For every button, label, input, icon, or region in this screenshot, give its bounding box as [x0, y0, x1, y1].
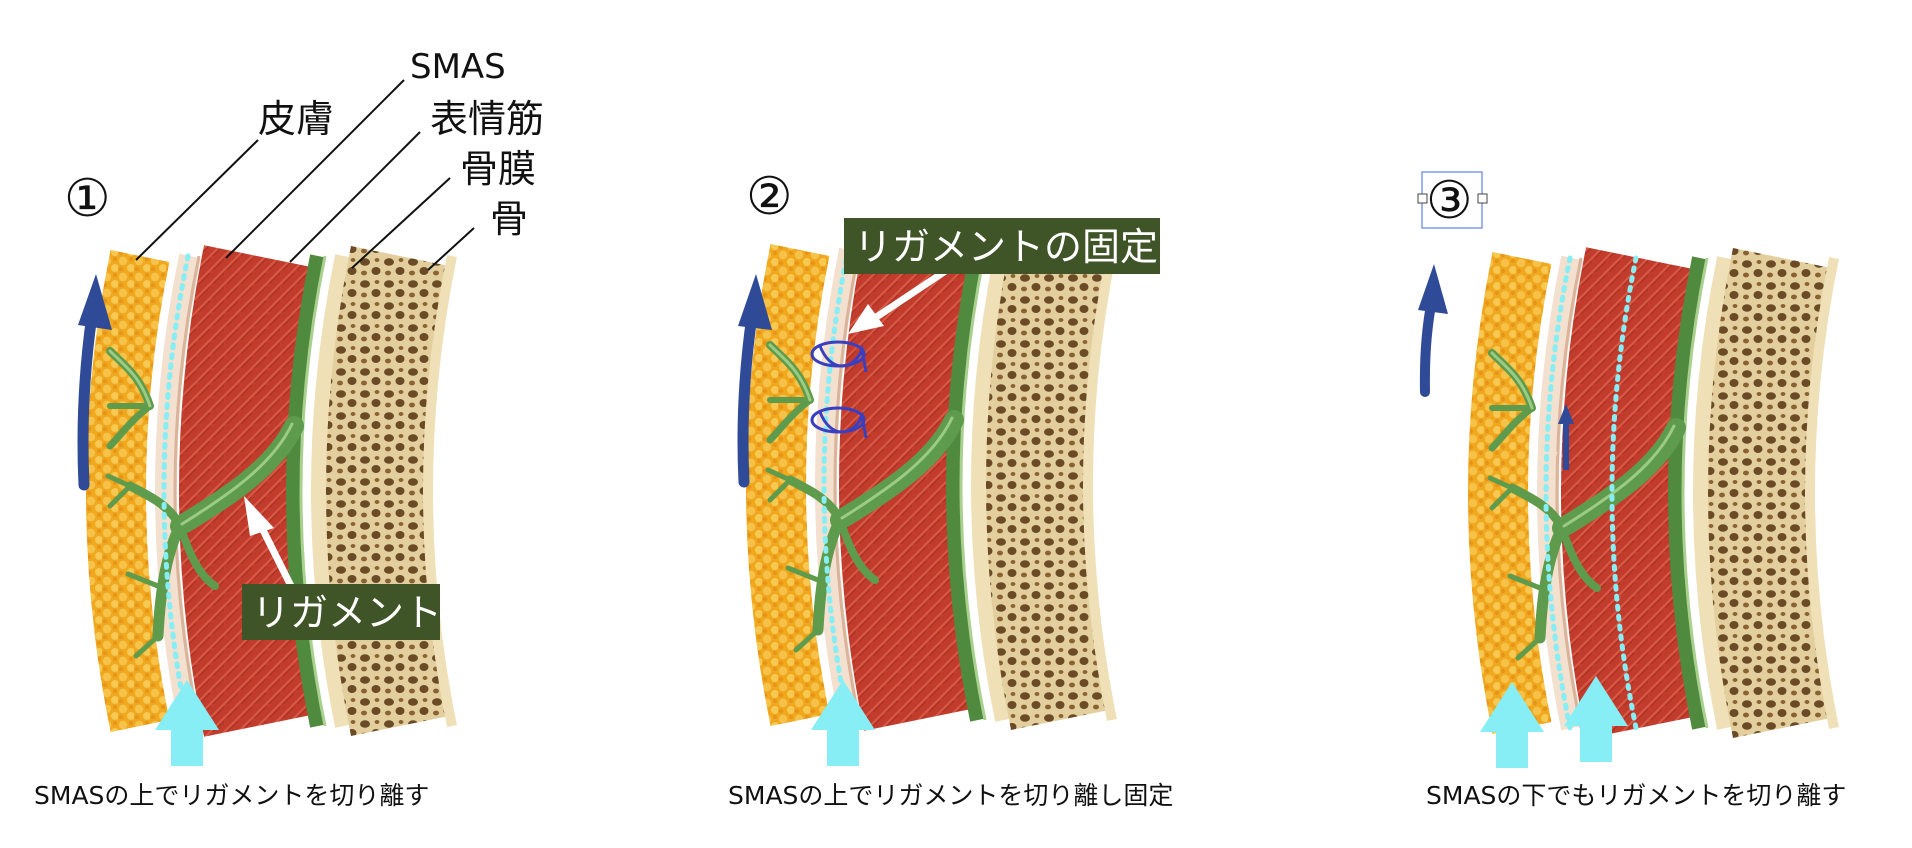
cut-direction-arrow-icon — [811, 680, 875, 766]
ligament-callout-text: リガメント — [252, 591, 442, 635]
cut-line-1 — [161, 253, 191, 729]
panel-2: ② リガメントの固定 SMASの上でリガメントを切り離し固定 — [728, 167, 1173, 810]
panel-number-2: ② — [746, 167, 793, 227]
caption-3: SMASの下でもリガメントを切り離す — [1426, 781, 1846, 810]
number-selection-box — [1417, 171, 1488, 229]
label-periosteum: 骨膜 — [460, 147, 536, 191]
cut-direction-arrow-icon — [1564, 676, 1628, 762]
anatomy-cross-section-2 — [756, 250, 1112, 720]
up-arrow-icon — [1418, 264, 1448, 397]
caption-2: SMASの上でリガメントを切り離し固定 — [728, 781, 1173, 810]
label-bone: 骨 — [490, 197, 528, 241]
label-muscle: 表情筋 — [430, 97, 544, 141]
ligament-callout: リガメント — [242, 496, 442, 640]
panel-number-1: ① — [64, 169, 111, 229]
up-arrow-icon — [1558, 404, 1574, 470]
caption-1: SMASの上でリガメントを切り離す — [34, 781, 429, 810]
cut-line-3b — [1609, 255, 1639, 731]
anatomy-cross-section-1 — [96, 256, 452, 726]
selection-handle-icon — [1477, 193, 1488, 204]
label-skin: 皮膚 — [258, 97, 334, 141]
label-smas: SMAS — [410, 47, 506, 87]
suture-loop-icon — [810, 340, 868, 439]
panel-1: 皮膚 SMAS 表情筋 骨膜 骨 ① リガメント SMASの上でリガメントを切り… — [34, 47, 544, 810]
cut-line-2 — [821, 247, 851, 723]
selection-handle-icon — [1417, 193, 1428, 204]
fixation-callout-text: リガメントの固定 — [854, 225, 1158, 269]
cut-line-3a — [1543, 255, 1573, 731]
anatomy-cross-section-3 — [1478, 258, 1834, 728]
cut-direction-arrow-icon — [155, 680, 219, 766]
up-arrow-icon — [77, 274, 112, 491]
cut-direction-arrow-icon — [1480, 682, 1544, 768]
panel-3: ③ SMASの下でもリガメントを切り離す — [1417, 171, 1846, 810]
leader-lines — [135, 79, 475, 271]
up-arrow-icon — [737, 274, 772, 488]
panel-number-3: ③ — [1426, 171, 1473, 231]
fixation-callout: リガメントの固定 — [844, 218, 1160, 334]
